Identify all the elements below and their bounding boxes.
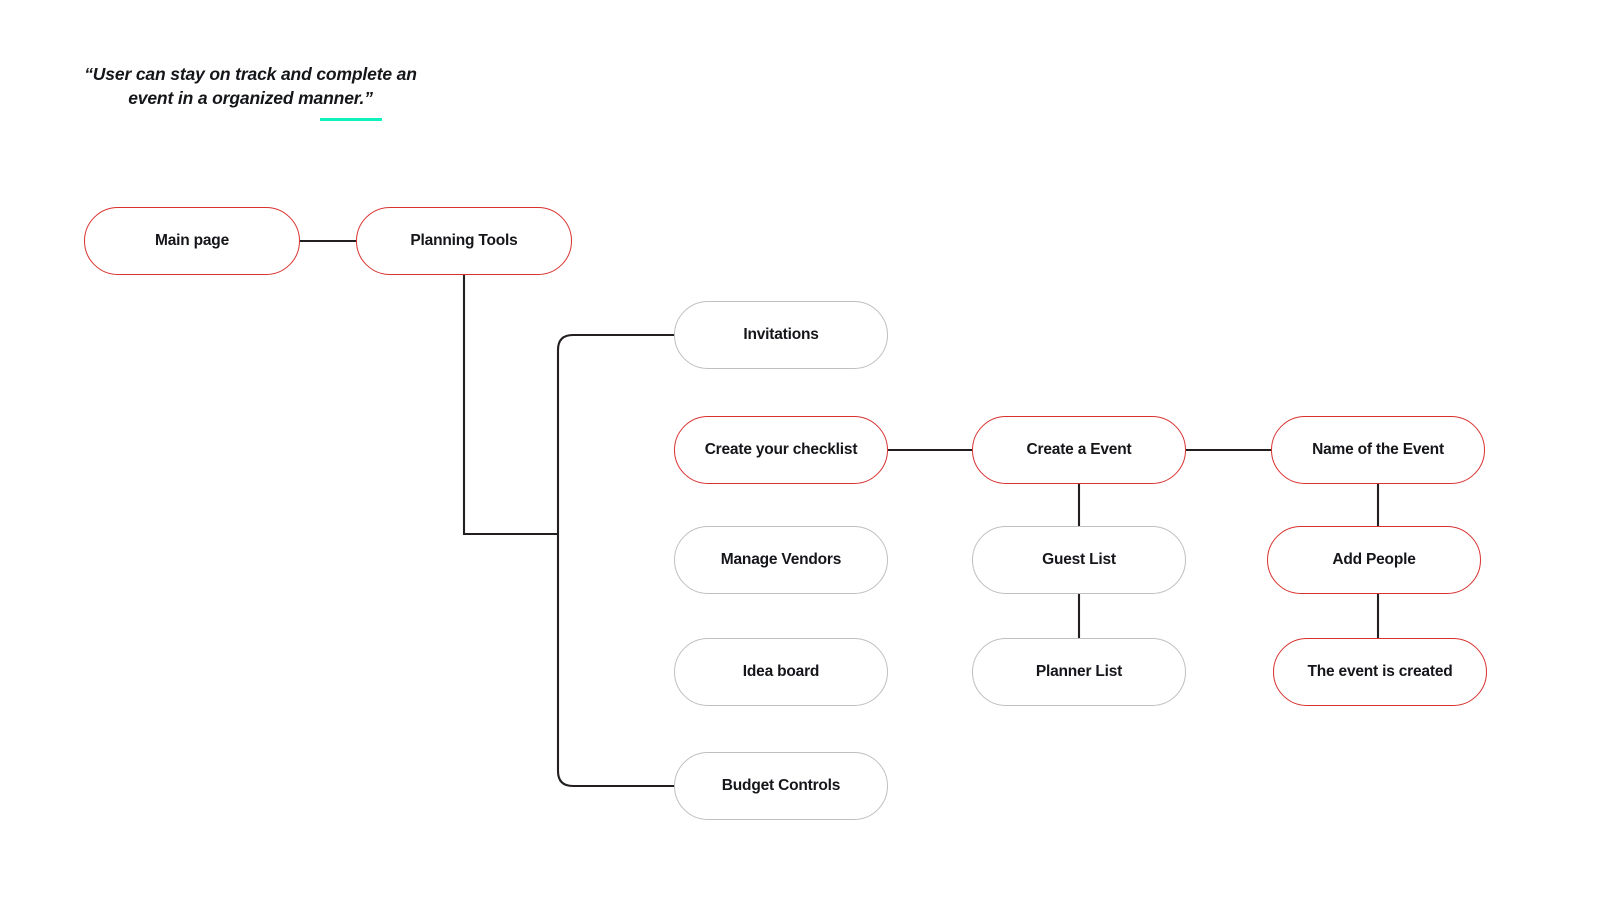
node-label: The event is created bbox=[1307, 663, 1453, 681]
node-label: Budget Controls bbox=[721, 777, 841, 795]
quote-underline bbox=[320, 118, 382, 121]
node-planning-tools[interactable]: Planning Tools bbox=[356, 207, 572, 275]
node-label: Manage Vendors bbox=[720, 551, 842, 569]
node-guest-list[interactable]: Guest List bbox=[972, 526, 1186, 594]
node-invitations[interactable]: Invitations bbox=[674, 301, 888, 369]
node-create-a-event[interactable]: Create a Event bbox=[972, 416, 1186, 484]
node-label: Guest List bbox=[1042, 551, 1116, 569]
node-name-of-the-event[interactable]: Name of the Event bbox=[1271, 416, 1485, 484]
node-label: Idea board bbox=[742, 663, 820, 681]
node-create-your-checklist[interactable]: Create your checklist bbox=[674, 416, 888, 484]
quote-block: “User can stay on track and complete an … bbox=[78, 62, 423, 121]
node-label: Create your checklist bbox=[704, 441, 858, 459]
node-label: Planning Tools bbox=[410, 232, 518, 250]
node-label: Main page bbox=[155, 232, 229, 250]
edge-planning-to-bus bbox=[462, 275, 558, 536]
node-label: Create a Event bbox=[1026, 441, 1132, 459]
node-the-event-is-created[interactable]: The event is created bbox=[1273, 638, 1487, 706]
node-label: Planner List bbox=[1035, 663, 1123, 681]
node-manage-vendors[interactable]: Manage Vendors bbox=[674, 526, 888, 594]
node-budget-controls[interactable]: Budget Controls bbox=[674, 752, 888, 820]
edge-bus-to-budget bbox=[556, 534, 675, 788]
node-idea-board[interactable]: Idea board bbox=[674, 638, 888, 706]
node-label: Name of the Event bbox=[1312, 441, 1444, 459]
quote-text: “User can stay on track and complete an … bbox=[84, 64, 417, 109]
node-main-page[interactable]: Main page bbox=[84, 207, 300, 275]
edge-bus-to-invitations bbox=[556, 333, 675, 534]
node-add-people[interactable]: Add People bbox=[1267, 526, 1481, 594]
node-label: Add People bbox=[1332, 551, 1416, 569]
node-planner-list[interactable]: Planner List bbox=[972, 638, 1186, 706]
node-label: Invitations bbox=[743, 326, 819, 344]
